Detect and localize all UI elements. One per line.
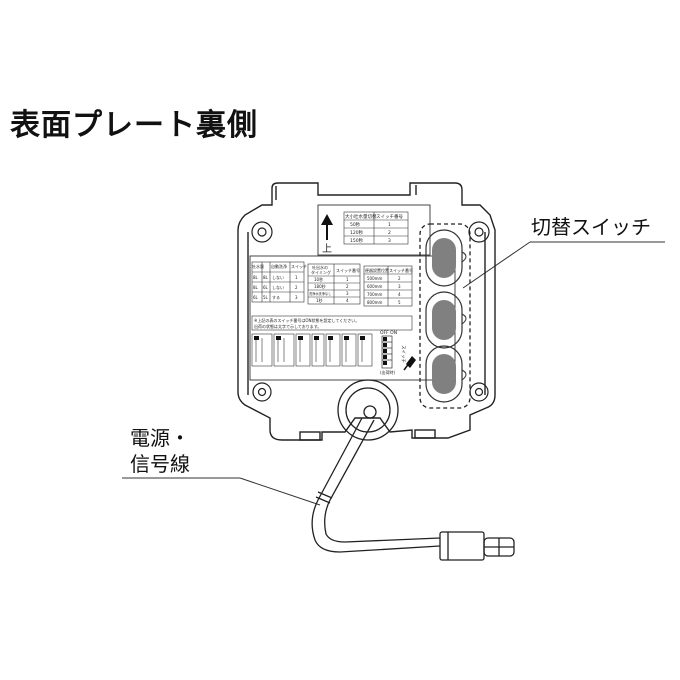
screw-hole-top-left — [251, 221, 273, 243]
table-right-header-2: スイッチ番号 — [389, 267, 413, 273]
switch-leader-diagonal — [462, 241, 531, 289]
note-text: ※上記の表のスイッチ番号はON状態を設定してください。 — [254, 317, 359, 323]
dip-switch-label: OFF ON — [380, 330, 397, 336]
selector-switch-middle — [425, 291, 463, 349]
switch-highlight-box — [419, 223, 471, 409]
selector-switch-top — [425, 229, 463, 287]
dip-switch-bottom-label: (出荷時) — [380, 369, 396, 375]
table-top-cell: 120秒 — [350, 229, 364, 236]
table-left-cell: 5L — [263, 295, 269, 300]
table-mid-header-2: タイミング — [311, 269, 331, 275]
table-left-cell: 8L — [253, 285, 259, 290]
table-mid-cell: 3 — [346, 291, 349, 296]
table-right-cell: 2 — [398, 276, 401, 281]
table-right — [363, 265, 413, 307]
table-right-cell: 800mm — [367, 300, 383, 305]
table-mid-cell: 10秒 — [314, 276, 323, 282]
table-left-cell: しない — [272, 284, 284, 290]
power-leader-diagonal — [239, 477, 321, 506]
table-top — [343, 211, 409, 245]
table-left-cell: 1 — [295, 275, 298, 280]
dip-switch-block — [381, 335, 393, 369]
table-mid-cell: 洗浄水洗浄なし — [309, 291, 331, 296]
table-top-cell: 150秒 — [350, 237, 364, 244]
up-arrow-label: 上 — [322, 243, 332, 255]
table-left-cell: 6L — [263, 285, 269, 290]
dip-switch-side-label: スイッチ — [400, 345, 406, 363]
table-right-cell: 4 — [398, 292, 401, 297]
table-mid-cell: 1 — [346, 277, 349, 282]
table-mid-header-1: 吐出水の — [312, 264, 328, 270]
note-box — [251, 315, 413, 331]
table-mid-cell: 1秒 — [316, 297, 323, 303]
switch-diagrams — [251, 333, 373, 367]
table-mid-header-3: スイッチ番号 — [336, 267, 360, 273]
table-right-cell: 5 — [398, 300, 401, 305]
table-left-header-3: スイッチ — [291, 264, 307, 269]
selector-switch-bottom — [425, 345, 463, 403]
table-left-cell: 2 — [295, 285, 298, 290]
table-mid-cell: 2 — [346, 284, 349, 289]
table-right-cell: 500mm — [367, 276, 383, 281]
housing — [237, 182, 496, 441]
table-left-header-1: 吐水量 — [252, 263, 264, 269]
table-left-cell: する — [272, 294, 280, 300]
table-mid-cell: 4 — [346, 298, 349, 303]
table-left-cell: 8L — [253, 275, 259, 280]
table-left-cell: 8L — [263, 275, 269, 280]
table-mid — [307, 263, 361, 305]
table-right-cell: 700mm — [367, 292, 383, 297]
table-top-cell: 50秒 — [350, 221, 361, 228]
screw-hole-top-right — [468, 221, 490, 243]
table-right-cell: 3 — [398, 284, 401, 289]
table-right-cell: 600mm — [367, 284, 383, 289]
page-title: 表面プレート裏側 — [10, 108, 258, 143]
power-signal-cable — [311, 417, 441, 553]
table-mid-cell: 180秒 — [314, 283, 326, 289]
table-top-cell: 1 — [388, 222, 391, 228]
table-left-cell: 3 — [295, 295, 298, 300]
note-text-2: 出荷の状態は太字で示しております。 — [254, 323, 321, 329]
table-top-header-1: 大小吐水量切替 — [345, 213, 377, 220]
table-top-cell: 3 — [388, 238, 391, 244]
table-left-cell: 6L — [253, 295, 259, 300]
table-top-cell: 2 — [388, 230, 391, 236]
callout-power-line-2: 信号線 — [130, 452, 190, 476]
table-left-header-2: 自動洗浄 — [271, 263, 287, 269]
up-arrow-icon — [321, 214, 333, 240]
table-right-header-1: 便器設置位置 — [365, 267, 389, 273]
cable-connector — [439, 531, 515, 561]
screw-hole-bottom-left — [252, 382, 272, 402]
table-left-cell: しない — [272, 274, 284, 280]
hand-pointer-icon — [403, 356, 416, 371]
table-top-header-2: スイッチ番号 — [376, 213, 403, 220]
callout-power-line-1: 電源・ — [130, 426, 190, 450]
callout-switch: 切替スイッチ — [531, 215, 651, 239]
table-left — [251, 261, 305, 303]
